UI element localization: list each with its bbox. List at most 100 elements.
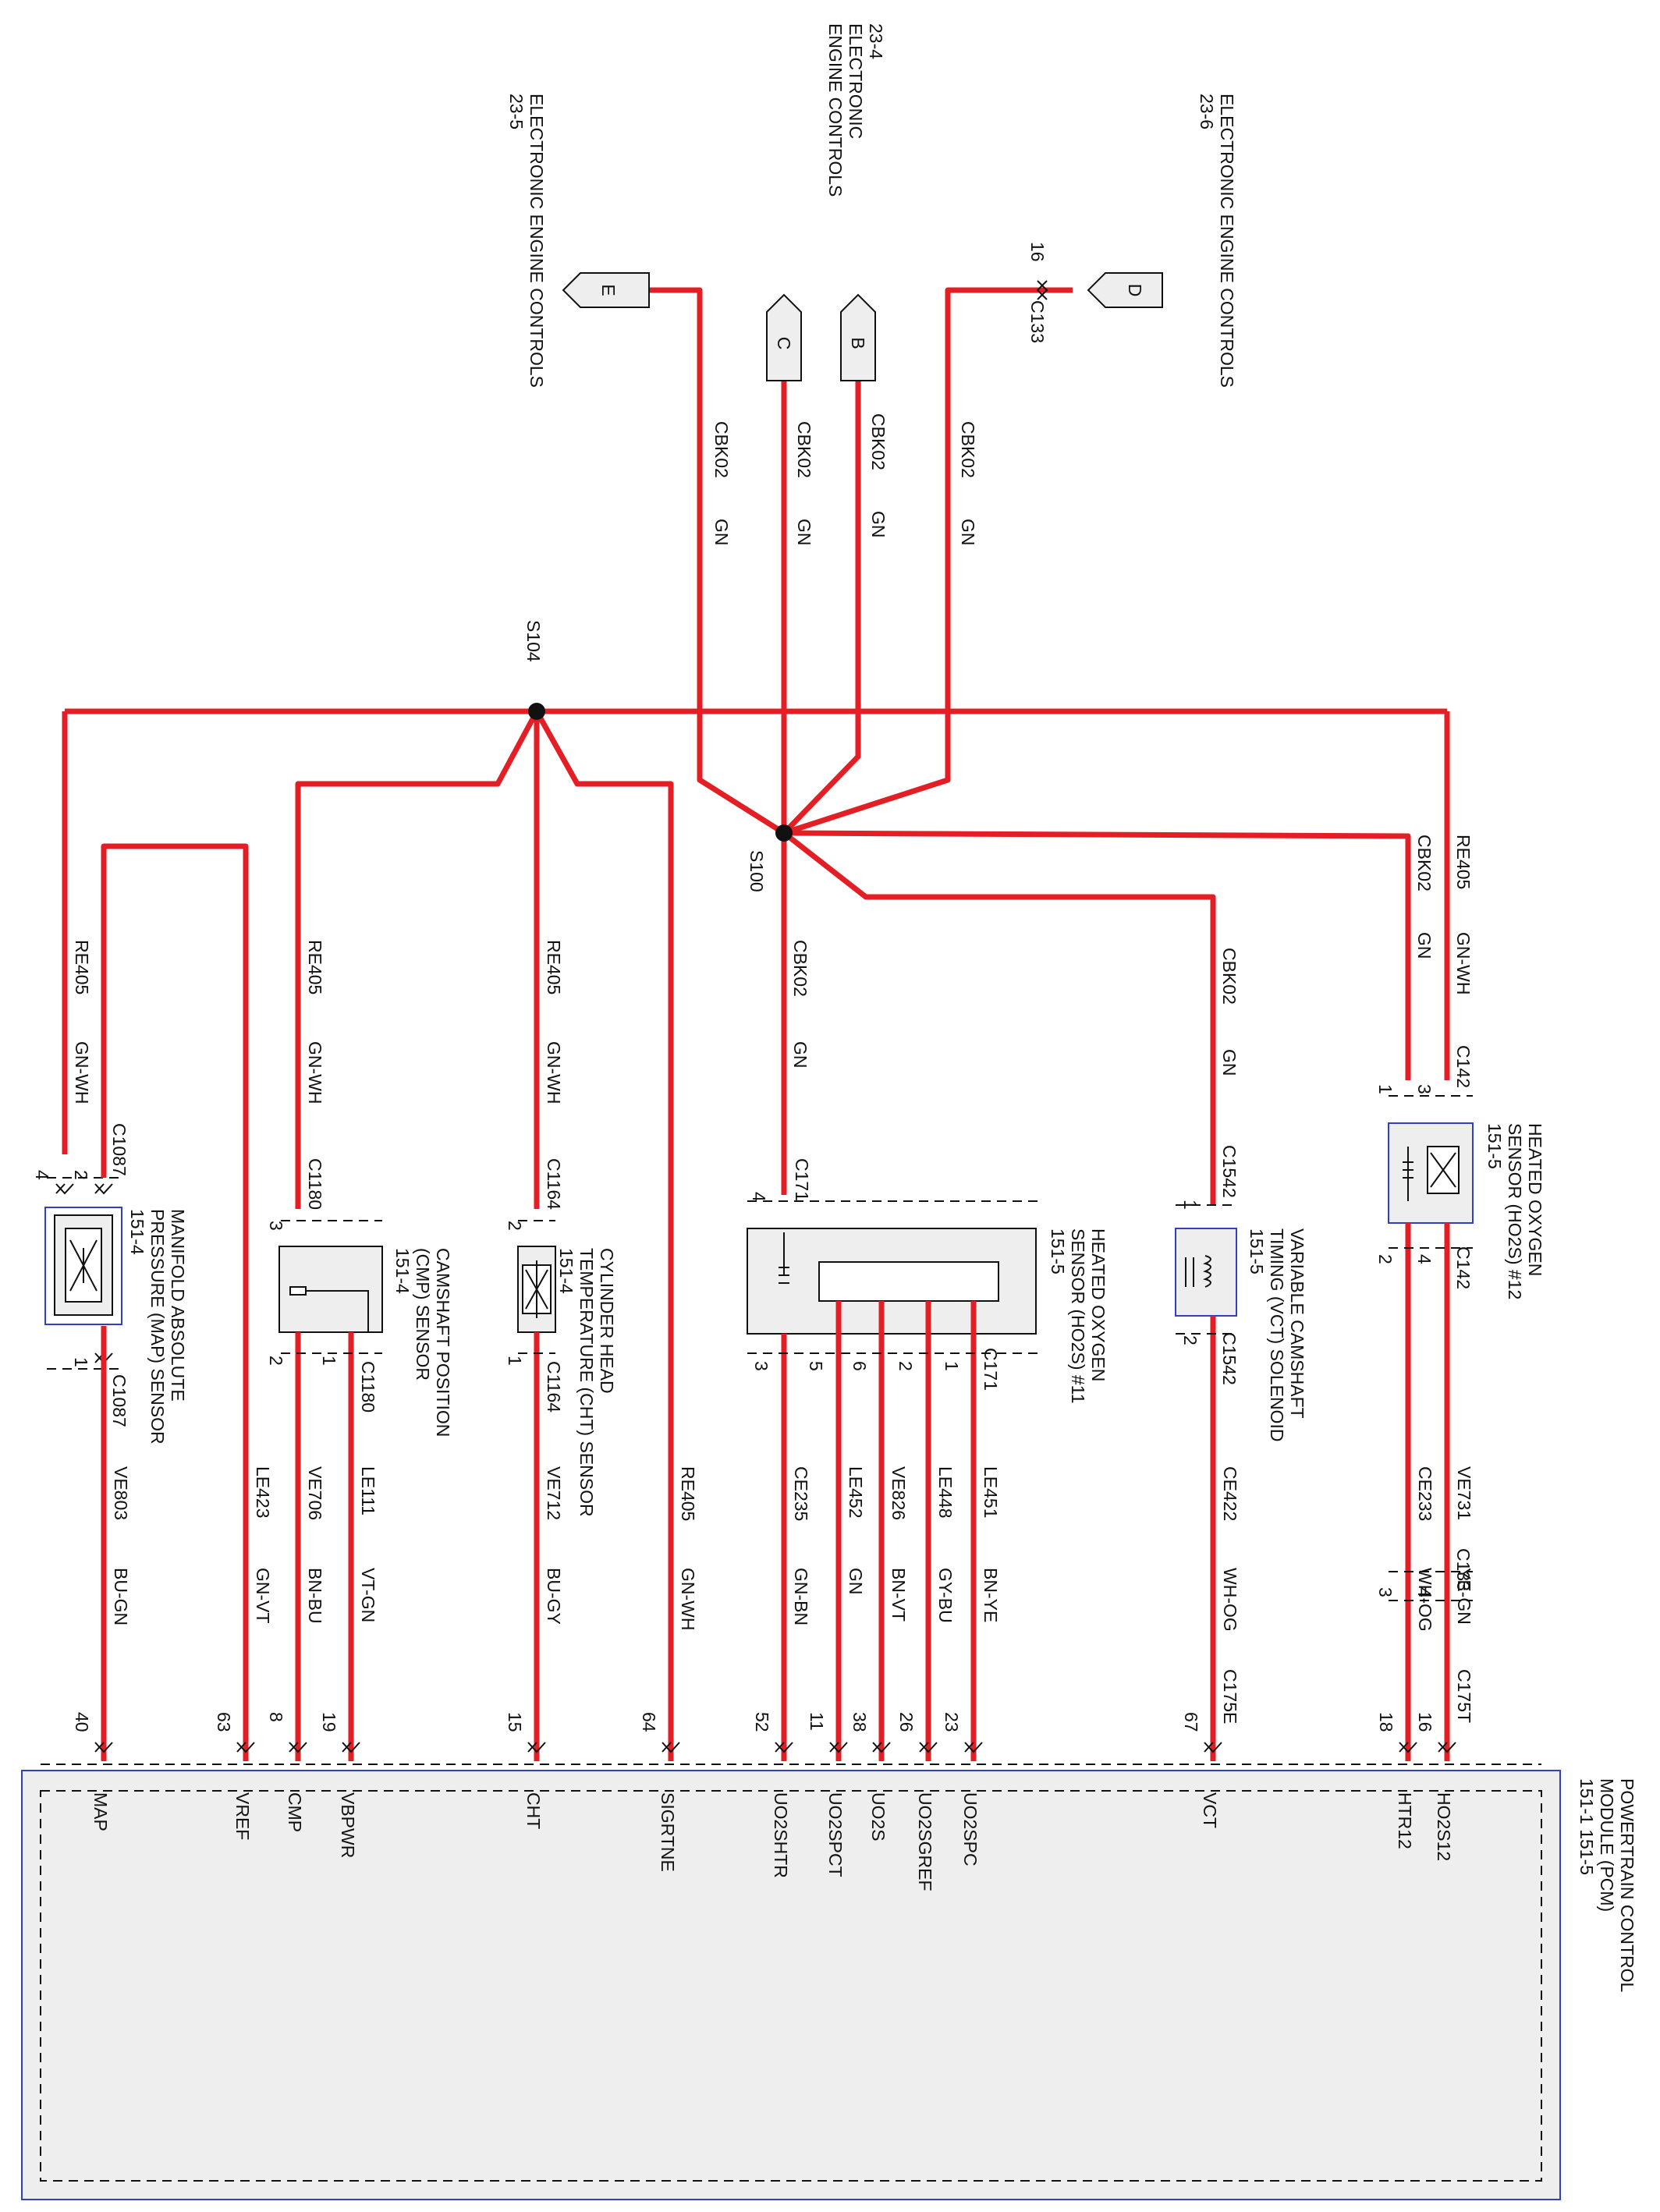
feed-vct-color: GN xyxy=(1219,1049,1240,1076)
ho2s12-label-line1: HEATED OXYGEN xyxy=(1525,1123,1545,1276)
pcm-wire-color: WH-OG xyxy=(1220,1568,1240,1632)
map-sensor[interactable] xyxy=(44,1207,122,1325)
map-conn-bot: C1087 xyxy=(109,1374,129,1427)
cmp-conn-top: C1180 xyxy=(305,1158,325,1210)
vct-coil-symbol xyxy=(1185,1255,1211,1288)
offpage-d-pin: 16 xyxy=(1027,242,1048,262)
pcm-pin-symbol xyxy=(829,1742,848,1753)
offpage-e-label: ELECTRONIC ENGINE CONTROLS 23-5 xyxy=(506,94,547,388)
pcm-wire-labels: VE803BU-GN40MAPLE423GN-VT63VREFVE706BN-B… xyxy=(72,1466,1474,1891)
ho2s12-sensor-symbol xyxy=(1430,1152,1456,1188)
offpage-d-label: ELECTRONIC ENGINE CONTROLS 23-6 xyxy=(1197,94,1237,388)
offpage-connector-b[interactable]: B xyxy=(840,293,876,381)
c133-pin-a: 3 xyxy=(1375,1587,1396,1597)
ho2s12-pin-c: 2 xyxy=(1375,1254,1396,1264)
pcm-pin-number: 11 xyxy=(807,1712,827,1731)
cmp-sensor[interactable] xyxy=(278,1246,383,1333)
ho2s11-label-line2: SENSOR (HO2S) #11 xyxy=(1068,1228,1088,1404)
offpage-connector-c[interactable]: C xyxy=(766,293,802,381)
top-wire-b-color: GN xyxy=(868,511,889,538)
offpage-d-line1: ELECTRONIC ENGINE CONTROLS xyxy=(1217,94,1237,388)
map-pin4-symbol xyxy=(55,1183,74,1195)
pcm-wire-circuit: VE803 xyxy=(111,1466,131,1520)
ho2s11-conn-bot: C171 xyxy=(981,1348,1001,1391)
cmp-label-line1: CAMSHAFT POSITION xyxy=(433,1248,453,1437)
pcm-pin-number: 67 xyxy=(1181,1712,1201,1732)
pcm-pin-number: 40 xyxy=(72,1712,92,1732)
pcm-pin-symbol xyxy=(342,1742,360,1753)
top-wire-d-circuit: CBK02 xyxy=(958,421,978,478)
top-wire-c-color: GN xyxy=(794,519,814,546)
feed-cht-circuit: RE405 xyxy=(544,940,564,994)
cmp-label-line3: 151-4 xyxy=(392,1248,413,1294)
offpage-d-letter: D xyxy=(1125,284,1145,297)
ho2s12-sensor[interactable] xyxy=(1388,1122,1474,1224)
feed-ho2s12a-color: GN-WH xyxy=(1453,932,1474,994)
pcm-wire-circuit: LE423 xyxy=(253,1466,273,1519)
offpage-connector-d[interactable]: D xyxy=(1087,272,1163,308)
pcm-signal-name: VREF xyxy=(232,1792,253,1840)
top-wire-c-circuit: CBK02 xyxy=(794,421,814,478)
pcm-signal-name: SIGRTNE xyxy=(658,1792,678,1872)
top-wire-e-color: GN xyxy=(711,519,732,546)
feed-cht-color: GN-WH xyxy=(544,1041,564,1104)
feed-ho2s11-color: GN xyxy=(790,1041,810,1069)
pcm-wire-color: GN-WH xyxy=(678,1568,698,1630)
pcm-pin-symbol xyxy=(1204,1742,1222,1753)
cht-connector-dash xyxy=(518,1220,555,1354)
ho2s12-pin-a: 1 xyxy=(1375,1084,1396,1094)
splice-s100-label: S100 xyxy=(747,850,767,892)
ho2s11-sensor[interactable] xyxy=(747,1228,1037,1335)
pcm-wire-color: YE-GN xyxy=(1454,1568,1474,1625)
wire-sigrtne xyxy=(534,710,674,1761)
pcm-pin-symbol xyxy=(662,1742,680,1753)
pcm-wire-color: GY-BU xyxy=(935,1568,956,1623)
cmp-pin-a: 3 xyxy=(266,1221,286,1231)
ho2s11-label-line1: HEATED OXYGEN xyxy=(1088,1228,1108,1381)
pcm-pin-number: 63 xyxy=(214,1712,234,1732)
cmp-pin-c: 1 xyxy=(319,1356,339,1366)
pcm-inner-outline xyxy=(40,1790,1542,2182)
ho2s12-label-line2: SENSOR (HO2S) #12 xyxy=(1505,1123,1525,1299)
pcm-pin-symbol xyxy=(527,1742,546,1753)
ho2s11-pin-2: 2 xyxy=(896,1361,916,1371)
pcm-wire-color: GN-VT xyxy=(253,1568,273,1624)
ho2s11-label: HEATED OXYGEN SENSOR (HO2S) #11 151-5 xyxy=(1048,1228,1108,1404)
pcm-wire-connector: C175T xyxy=(1454,1669,1474,1723)
cmp-pin-b: 2 xyxy=(266,1356,286,1366)
pcm-signal-name: CHT xyxy=(523,1792,544,1829)
vct-connector-dash xyxy=(1176,1204,1236,1335)
pcm-wire-circuit: CE235 xyxy=(791,1466,811,1521)
pcm-pin-symbol xyxy=(775,1742,793,1753)
offpage-b-letter: B xyxy=(848,337,868,349)
c133-connector-dash xyxy=(1389,1571,1473,1601)
pcm-pin-number: 64 xyxy=(639,1712,659,1732)
feed-ho2s11-circuit: CBK02 xyxy=(790,940,810,997)
pcm-title-line2: MODULE (PCM) xyxy=(1597,1778,1617,1912)
ho2s11-connector-dash xyxy=(747,1200,1038,1354)
ho2s12-pin-d: 4 xyxy=(1414,1254,1435,1264)
cmp-conn-bot: C1180 xyxy=(358,1361,378,1413)
offpage-d-conn: C133 xyxy=(1027,300,1048,343)
feed-cmp-color: GN-WH xyxy=(305,1041,325,1104)
map-label-line3: 151-4 xyxy=(127,1209,147,1255)
pcm-wire-circuit: CE422 xyxy=(1220,1466,1240,1521)
pcm-wire-connector: C175E xyxy=(1220,1669,1240,1724)
offpage-connector-e[interactable]: E xyxy=(562,272,650,308)
feed-cmp-circuit: RE405 xyxy=(305,940,325,994)
vct-solenoid[interactable] xyxy=(1175,1228,1237,1317)
map-label: MANIFOLD ABSOLUTE PRESSURE (MAP) SENSOR … xyxy=(127,1209,188,1445)
ho2s11-pin-a: 4 xyxy=(749,1192,769,1202)
pcm-pin-symbol xyxy=(1399,1742,1417,1753)
pcm-pin-number: 18 xyxy=(1376,1712,1396,1732)
pcm-pin-symbol xyxy=(94,1742,113,1753)
feed-ho2s12b-circuit: CBK02 xyxy=(1414,835,1435,892)
ho2s12-label: HEATED OXYGEN SENSOR (HO2S) #12 151-5 xyxy=(1484,1123,1545,1299)
pcm-pin-number: 38 xyxy=(850,1712,870,1732)
pcm-signal-name: MAP xyxy=(90,1792,111,1831)
pcm-pin-number: 8 xyxy=(266,1712,286,1722)
cht-sensor[interactable] xyxy=(517,1246,556,1333)
vct-conn-bot: C1542 xyxy=(1219,1332,1240,1385)
pcm-wire-circuit: LE111 xyxy=(358,1466,378,1515)
